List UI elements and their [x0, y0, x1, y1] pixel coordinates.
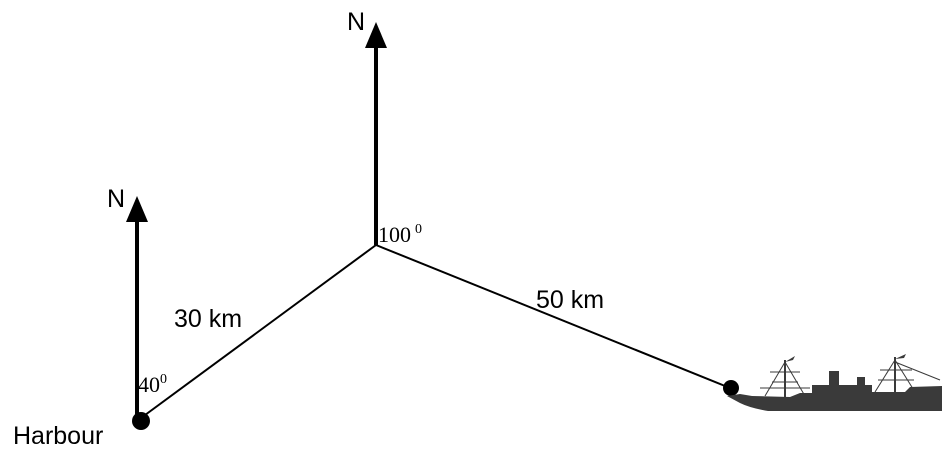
north-label-center: N — [347, 8, 365, 36]
leg-one-line — [140, 244, 377, 419]
leg-two-line — [375, 244, 731, 389]
harbour-label: Harbour — [13, 422, 103, 450]
north-label-left: N — [107, 185, 125, 213]
bearing-turn-value: 100 — [378, 222, 411, 247]
north-arrow-center: N — [347, 8, 387, 245]
bearing-harbour: 400 — [138, 372, 167, 397]
bearing-turn-degree: 0 — [415, 222, 422, 237]
ship-icon — [727, 354, 942, 411]
distance-leg-one: 30 km — [174, 305, 242, 333]
distance-leg-two: 50 km — [536, 286, 604, 314]
bearing-turn: 100 0 — [378, 222, 422, 247]
harbour-point — [132, 412, 150, 430]
bearing-harbour-degree: 0 — [160, 372, 167, 387]
north-arrow-harbour: N — [107, 185, 148, 420]
bearing-harbour-value: 40 — [138, 372, 160, 397]
ship-point — [723, 380, 739, 396]
